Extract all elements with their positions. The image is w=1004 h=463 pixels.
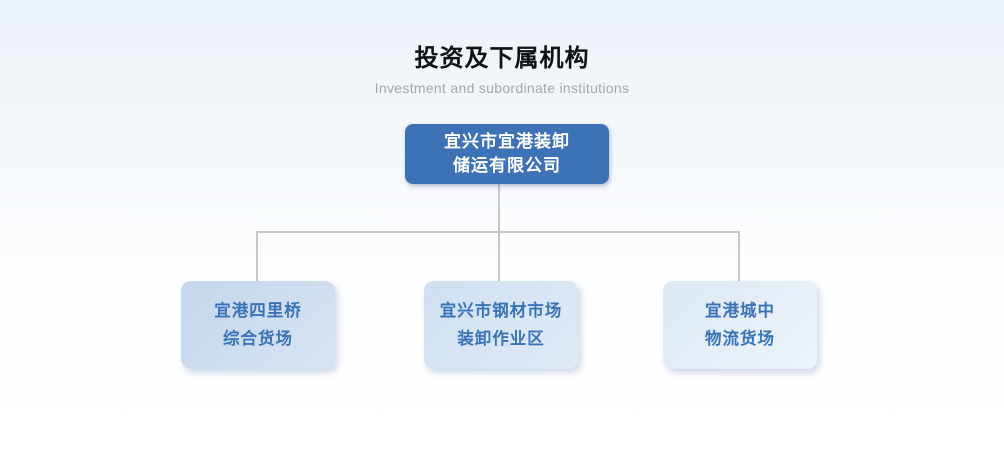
org-node-child-3: 宜港城中 物流货场 <box>663 281 817 369</box>
org-node-child-2-line1: 宜兴市钢材市场 <box>439 302 563 320</box>
org-node-child-2-line2: 装卸作业区 <box>457 330 545 348</box>
connector-right-vertical <box>738 231 740 281</box>
org-node-root-line1: 宜兴市宜港装卸 <box>444 132 570 151</box>
org-node-child-1: 宜港四里桥 综合货场 <box>181 281 335 369</box>
org-node-child-1-line2: 综合货场 <box>223 330 293 348</box>
org-node-child-3-line1: 宜港城中 <box>705 302 775 320</box>
page-title: 投资及下属机构 <box>414 45 590 72</box>
section-header: 投资及下属机构 Investment and subordinate insti… <box>0 44 1004 96</box>
org-node-child-3-line2: 物流货场 <box>705 330 775 348</box>
page-subtitle: Investment and subordinate institutions <box>374 80 630 96</box>
org-node-child-2: 宜兴市钢材市场 装卸作业区 <box>424 281 578 369</box>
connector-horizontal <box>256 231 740 233</box>
connector-left-vertical <box>256 231 258 281</box>
org-node-root-line2: 储运有限公司 <box>453 156 561 175</box>
org-node-child-1-line1: 宜港四里桥 <box>214 302 302 320</box>
org-node-root: 宜兴市宜港装卸 储运有限公司 <box>405 124 609 184</box>
